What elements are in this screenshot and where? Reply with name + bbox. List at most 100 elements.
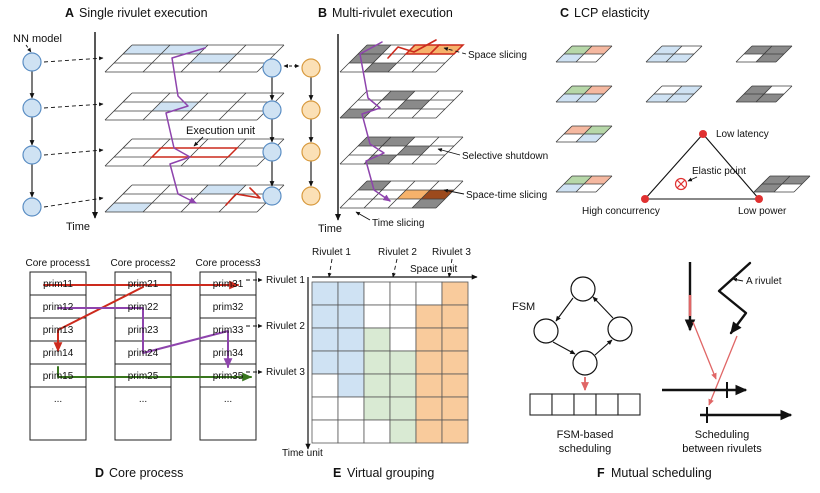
panel-e-title: Virtual grouping — [347, 466, 434, 480]
exec-grid-a4 — [104, 184, 285, 213]
core-process-column — [114, 271, 172, 441]
grid-cell — [358, 181, 391, 190]
figure-shape — [717, 261, 752, 335]
grid-cell — [358, 45, 391, 54]
grid-cell — [654, 46, 682, 54]
figure-line — [411, 180, 440, 209]
prim-cell: prim24 — [128, 348, 159, 359]
figure-line — [25, 44, 32, 53]
figure-line — [755, 85, 773, 103]
panel-c-title: LCP elasticity — [574, 6, 650, 20]
exec-grid-a1 — [104, 44, 285, 73]
lcp-grid-6 — [645, 85, 703, 103]
figure-line — [180, 92, 209, 121]
core-process-3-header: Core process3 — [195, 258, 260, 269]
prim-cell: prim13 — [43, 325, 74, 336]
panel-a-letter: A — [65, 6, 74, 20]
virtual-group-cell — [337, 396, 365, 421]
figure-shape — [53, 286, 144, 353]
nn-node — [262, 100, 282, 120]
lcp-grid-7 — [735, 45, 793, 63]
grid-cell — [764, 46, 792, 54]
virtual-group-cell — [441, 373, 469, 398]
virtual-group-cell — [441, 327, 469, 352]
figure-line — [104, 44, 133, 73]
panel-c-letter: C — [560, 6, 569, 20]
figure-line — [387, 136, 416, 165]
grid-cell — [564, 46, 592, 54]
grid-cell — [646, 54, 674, 62]
fsm-state-node — [607, 316, 633, 342]
virtual-group-cell — [337, 327, 365, 352]
high-concurrency-label: High concurrency — [582, 206, 660, 217]
virtual-group-cell — [415, 373, 443, 398]
grid-cell — [576, 134, 604, 142]
panel-f-title: Mutual scheduling — [611, 466, 712, 480]
figure-line — [435, 90, 464, 119]
grid-cell — [674, 86, 702, 94]
grid-cell — [744, 86, 772, 94]
figure-line — [775, 85, 793, 103]
figure-line — [327, 258, 333, 278]
fsm-state-node — [533, 318, 559, 344]
figure-line — [43, 196, 104, 208]
figure-line — [104, 92, 133, 121]
figure-line — [391, 258, 398, 278]
virtual-group-cell — [441, 304, 469, 329]
figure-line — [180, 184, 209, 213]
figure-line — [180, 44, 209, 73]
figure-line — [339, 44, 368, 73]
prim-cell: prim14 — [43, 348, 74, 359]
rivulet-3-callout: Rivulet 3 — [266, 367, 305, 378]
figure-line — [363, 180, 392, 209]
grid-cell — [744, 46, 772, 54]
figure-shape — [225, 187, 261, 206]
virtual-group-cell — [311, 350, 339, 375]
figure-line — [339, 180, 368, 209]
figure-line — [43, 148, 104, 156]
figure-line — [555, 125, 573, 143]
grid-cell — [756, 94, 784, 102]
fsm-label: FSM — [512, 301, 535, 313]
figure-line — [387, 180, 416, 209]
figure-line — [793, 175, 811, 193]
prim-cell: prim32 — [213, 302, 244, 313]
lcp-grid-2 — [555, 85, 613, 103]
figure-line — [180, 138, 209, 167]
triangle-vertex-dot — [699, 130, 707, 138]
virtual-group-cell — [363, 350, 391, 375]
fsm-caption-line2: scheduling — [559, 443, 612, 455]
grid-cell — [646, 94, 674, 102]
exec-grid-a3 — [104, 138, 285, 167]
time-label-a: Time — [66, 221, 90, 233]
exec-grid-b4 — [339, 180, 464, 209]
virtual-group-cell — [311, 396, 339, 421]
rivulet-3-column-label: Rivulet 3 — [432, 247, 471, 258]
prim-cell: ... — [224, 394, 232, 405]
grid-cell — [397, 146, 430, 155]
figure-line — [575, 45, 593, 63]
schedule-slot — [617, 393, 641, 416]
prim-cell: prim35 — [213, 371, 244, 382]
grid-cell — [584, 176, 612, 184]
core-process-column — [29, 271, 87, 441]
nn-node — [301, 58, 321, 78]
panel-e-letter: E — [333, 466, 341, 480]
grid-cell — [564, 176, 592, 184]
grid-cell — [397, 100, 430, 109]
lcp-grid-5 — [645, 45, 703, 63]
figure-shape — [57, 366, 253, 382]
prim-cell: prim15 — [43, 371, 74, 382]
figure-shape — [359, 41, 391, 202]
time-slicing-label: Time slicing — [372, 218, 424, 229]
panel-d-title: Core process — [109, 466, 183, 480]
core-process-2-header: Core process2 — [110, 258, 175, 269]
triangle-vertex-dot — [641, 195, 649, 203]
virtual-group-cell — [337, 304, 365, 329]
grid-cell — [556, 54, 584, 62]
figure-line — [443, 188, 465, 195]
space-time-slicing-label: Space-time slicing — [466, 190, 547, 201]
rivulet-1-column-label: Rivulet 1 — [312, 247, 351, 258]
prim-cell: prim34 — [213, 348, 244, 359]
